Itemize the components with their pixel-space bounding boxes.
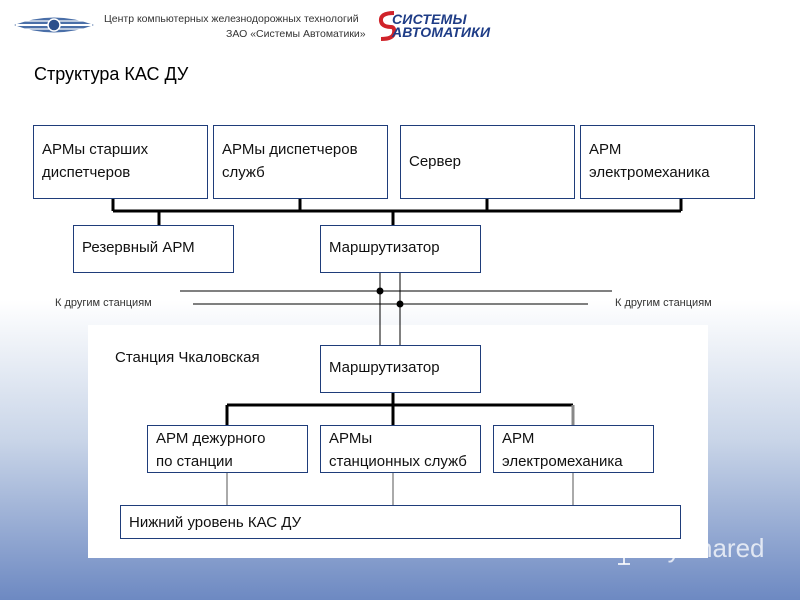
station-services-arm-box: АРМы станционных служб bbox=[320, 425, 481, 473]
electromechanic-arm-box: АРМ электромеханика bbox=[580, 125, 755, 199]
box-label-line2: диспетчеров bbox=[42, 164, 131, 181]
box-label-line2: станционных служб bbox=[329, 453, 467, 470]
box-label-line2: электромеханика bbox=[502, 453, 623, 470]
box-label-line1: АРМ bbox=[589, 141, 622, 158]
box-label: Маршрутизатор bbox=[329, 359, 440, 376]
box-label-line2: по станции bbox=[156, 453, 233, 470]
box-label-line1: Сервер bbox=[409, 153, 462, 170]
org-name-line2: ЗАО «Системы Автоматики» bbox=[226, 28, 366, 40]
box-label-line1: АРМ bbox=[502, 430, 535, 447]
watermark-text: MyShared bbox=[646, 533, 765, 563]
station-electromechanic-arm-box: АРМ электромеханика bbox=[493, 425, 654, 473]
link-label-right: К другим станциям bbox=[615, 297, 712, 309]
railway-logo-icon bbox=[14, 17, 94, 33]
link-label-left: К другим станциям bbox=[55, 297, 152, 309]
reserve-arm-box: Резервный АРМ bbox=[73, 225, 234, 273]
box-label-line2: электромеханика bbox=[589, 164, 710, 181]
org-name-line1: Центр компьютерных железнодорожных техно… bbox=[104, 13, 359, 25]
service-dispatchers-arm-box: АРМы диспетчеров служб bbox=[213, 125, 388, 199]
box-label: Нижний уровень КАС ДУ bbox=[129, 514, 302, 531]
brand-logo-icon bbox=[378, 11, 396, 41]
brand-name-line2: АВТОМАТИКИ bbox=[392, 24, 491, 40]
box-label: Резервный АРМ bbox=[82, 239, 195, 256]
page-title: Структура КАС ДУ bbox=[34, 64, 189, 84]
header-bar: Центр компьютерных железнодорожных техно… bbox=[0, 0, 800, 50]
router-box: Маршрутизатор bbox=[320, 225, 481, 273]
station-router-box: Маршрутизатор bbox=[320, 345, 481, 393]
box-label-line1: АРМ дежурного bbox=[156, 430, 266, 447]
presentation-icon bbox=[612, 540, 636, 565]
box-label: Маршрутизатор bbox=[329, 239, 440, 256]
box-label-line1: АРМы старших bbox=[42, 141, 149, 158]
senior-dispatchers-arm-box: АРМы старших диспетчеров bbox=[33, 125, 208, 199]
brand-name-line1: СИСТЕМЫ bbox=[392, 11, 467, 27]
server-box: Сервер bbox=[400, 125, 575, 199]
box-label-line1: АРМы bbox=[329, 430, 373, 447]
box-label-line2: служб bbox=[222, 164, 265, 181]
station-label: Станция Чкаловская bbox=[115, 349, 260, 366]
box-label-line1: АРМы диспетчеров bbox=[222, 141, 358, 158]
station-duty-arm-box: АРМ дежурного по станции bbox=[147, 425, 308, 473]
lower-level-box: Нижний уровень КАС ДУ bbox=[120, 505, 681, 539]
